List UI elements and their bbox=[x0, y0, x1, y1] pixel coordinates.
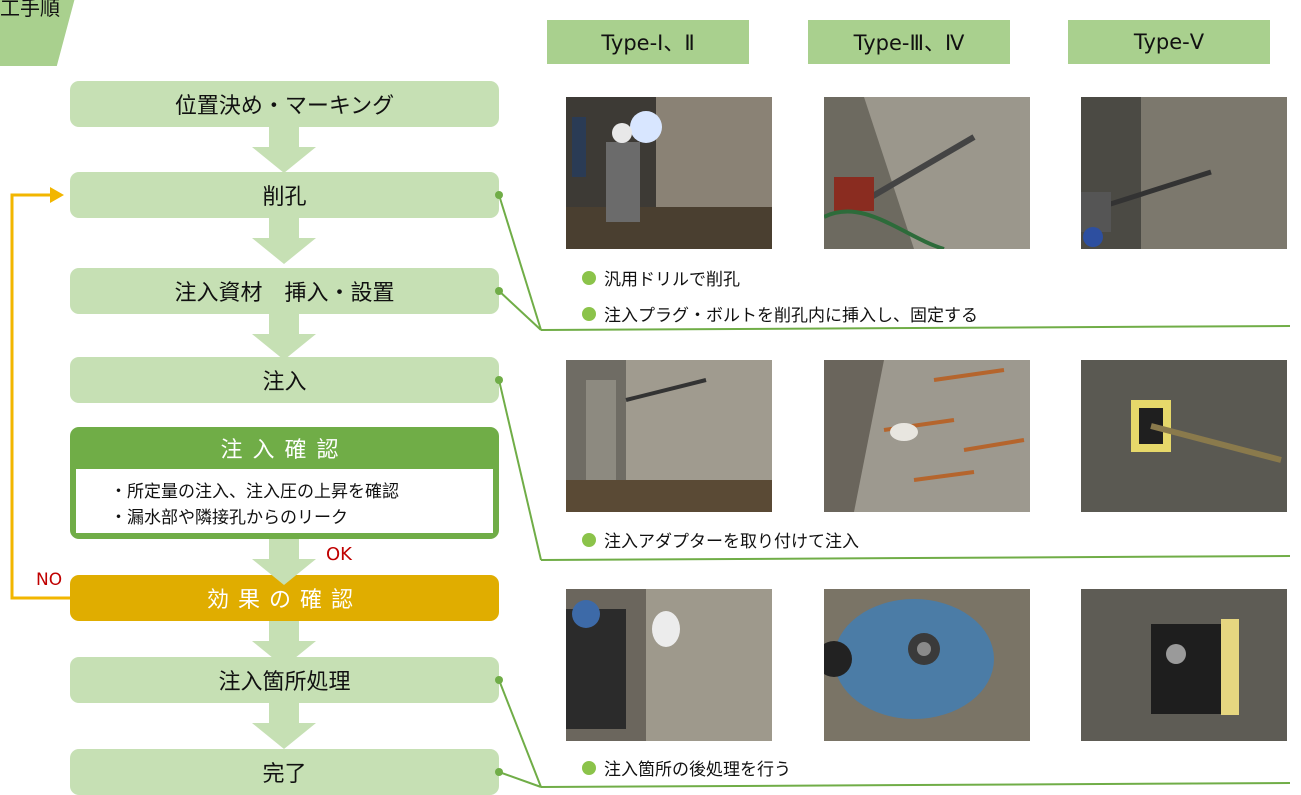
step-label: 完了 bbox=[262, 762, 307, 787]
connector-dot bbox=[495, 191, 503, 199]
down-arrow-icon bbox=[252, 218, 316, 264]
step-drilling: 削孔 bbox=[70, 172, 499, 218]
bullet-icon bbox=[582, 270, 596, 285]
step-positioning-marking: 位置決め・マーキング bbox=[70, 81, 499, 127]
note-text: 注入プラグ・ボルトを削孔内に挿入し、固定する bbox=[604, 306, 978, 326]
connector-line bbox=[498, 290, 542, 331]
down-arrow-icon bbox=[252, 127, 316, 173]
note-treatment: 注入箇所の後処理を行う bbox=[582, 755, 791, 780]
treatment-photo-type5 bbox=[1081, 589, 1287, 741]
step-label: 注入 bbox=[262, 370, 307, 395]
bullet-icon bbox=[582, 760, 596, 775]
injection-confirm-body bbox=[76, 469, 493, 533]
type-header-5: Type-Ⅴ bbox=[1068, 20, 1270, 64]
section-tab-label: 工手順 bbox=[0, 0, 60, 20]
step-complete: 完了 bbox=[70, 749, 499, 795]
note-insert: 注入プラグ・ボルトを削孔内に挿入し、固定する bbox=[582, 301, 978, 326]
step-label: 注入箇所処理 bbox=[218, 670, 351, 695]
type-header-1-2: Type-Ⅰ、Ⅱ bbox=[547, 20, 749, 64]
note-text: 注入箇所の後処理を行う bbox=[604, 760, 791, 780]
drilling-photo-type1-2 bbox=[566, 97, 772, 249]
row-divider-line bbox=[540, 782, 1291, 788]
connector-line bbox=[498, 771, 542, 788]
injection-confirm-title: 注入確認 bbox=[220, 438, 349, 463]
bullet-icon bbox=[582, 306, 596, 321]
treatment-photo-type1-2 bbox=[566, 589, 772, 741]
note-text: 汎用ドリルで削孔 bbox=[604, 270, 740, 290]
injection-photo-type1-2 bbox=[566, 360, 772, 512]
row-divider-line bbox=[540, 325, 1291, 331]
connector-dot bbox=[495, 676, 503, 684]
down-arrow-icon bbox=[252, 703, 316, 749]
step-injection: 注入 bbox=[70, 357, 499, 403]
injection-photo-type3-4 bbox=[824, 360, 1030, 512]
step-insert-material: 注入資材 挿入・設置 bbox=[70, 268, 499, 314]
confirm-check-line: ・所定量の注入、注入圧の上昇を確認 bbox=[110, 482, 399, 502]
step-label: 効果の確認 bbox=[206, 588, 362, 613]
down-arrow-icon bbox=[252, 539, 316, 585]
step-label: 削孔 bbox=[262, 185, 307, 210]
injection-photo-type5 bbox=[1081, 360, 1287, 512]
down-arrow-icon bbox=[252, 621, 316, 667]
treatment-photo-type3-4 bbox=[824, 589, 1030, 741]
note-drilling: 汎用ドリルで削孔 bbox=[582, 265, 740, 290]
down-arrow-icon bbox=[252, 314, 316, 360]
connector-line bbox=[498, 194, 542, 331]
note-injection: 注入アダプターを取り付けて注入 bbox=[582, 527, 859, 552]
connector-line bbox=[498, 379, 542, 561]
type-header-3-4: Type-Ⅲ、Ⅳ bbox=[808, 20, 1010, 64]
row-divider-line bbox=[540, 555, 1291, 561]
confirm-check-line: ・漏水部や隣接孔からのリーク bbox=[110, 508, 348, 528]
drilling-photo-type3-4 bbox=[824, 97, 1030, 249]
step-label: 位置決め・マーキング bbox=[174, 94, 395, 119]
drilling-photo-type5 bbox=[1081, 97, 1287, 249]
no-label: NO bbox=[36, 570, 63, 590]
step-label: 注入資材 挿入・設置 bbox=[174, 281, 395, 306]
loop-arrowhead-icon bbox=[50, 187, 64, 203]
no-loop-line bbox=[10, 193, 70, 600]
connector-line bbox=[498, 679, 542, 788]
bullet-icon bbox=[582, 532, 596, 547]
note-text: 注入アダプターを取り付けて注入 bbox=[604, 532, 859, 552]
ok-label: OK bbox=[326, 544, 352, 565]
connector-dot bbox=[495, 376, 503, 384]
connector-dot bbox=[495, 768, 503, 776]
connector-dot bbox=[495, 287, 503, 295]
